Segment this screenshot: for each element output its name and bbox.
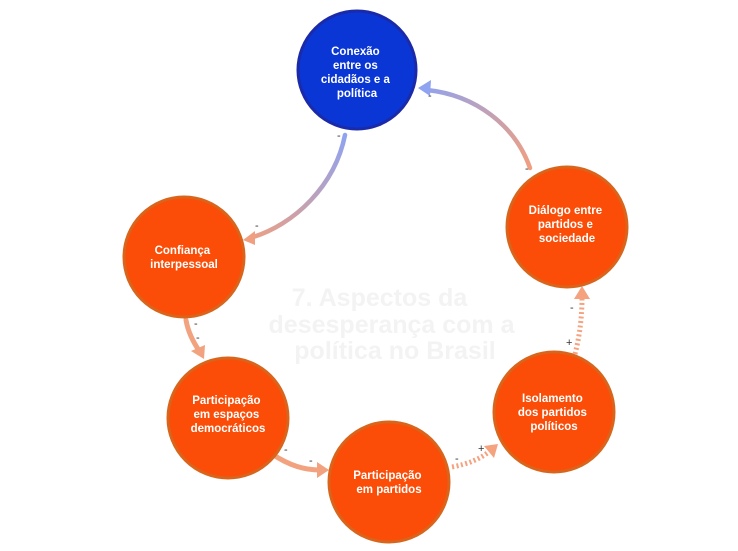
node-isolamento-label: Isolamento dos partidos políticos: [518, 393, 590, 433]
node-conexao: Conexão entre os cidadãos e a política: [296, 9, 418, 131]
sign-conexao-confianca-end: -: [255, 220, 259, 232]
node-confianca-circle: [122, 195, 246, 319]
node-confianca-label: Confiança interpessoal: [150, 245, 218, 271]
node-participacao-partidos: Participação em partidos: [327, 420, 451, 544]
arrow-espacos-to-partidos: [269, 451, 323, 473]
edge-isolamento-dialogo: + -: [566, 286, 590, 355]
edge-conexao-confianca: - -: [243, 130, 348, 245]
watermark-line-2: desesperança com a: [269, 311, 516, 339]
arrowhead-partidos: [317, 462, 329, 478]
arrow-conexao-to-confianca: [247, 132, 348, 241]
node-dialogo: Diálogo entre partidos e sociedade: [505, 165, 629, 289]
sign-dialogo-conexao-start: -: [525, 163, 529, 175]
node-participacao-espacos: Participação em espaços democráticos: [166, 356, 290, 480]
sign-dialogo-conexao-end: -: [428, 90, 432, 102]
node-participacao-partidos-circle: [327, 420, 451, 544]
edge-partidos-isolamento: - +: [451, 443, 498, 470]
sign-partidos-isolamento-end: +: [478, 443, 484, 455]
node-conexao-circle: [296, 9, 418, 131]
sign-espacos-partidos-start: -: [284, 444, 288, 456]
node-isolamento-circle: [492, 350, 616, 474]
arrow-dialogo-to-conexao: [424, 87, 533, 171]
node-participacao-partidos-label: Participação em partidos: [353, 470, 425, 496]
arrowhead-confianca: [243, 231, 255, 245]
sign-conexao-confianca-start: -: [337, 130, 341, 142]
sign-espacos-partidos-end: -: [309, 455, 313, 467]
node-isolamento: Isolamento dos partidos políticos: [492, 350, 616, 474]
arrowhead-espacos: [191, 345, 205, 359]
watermark-title: 7. Aspectos da desesperança com a políti…: [269, 284, 522, 365]
node-conexao-label: Conexão entre os cidadãos e a política: [321, 46, 393, 100]
node-confianca: Confiança interpessoal: [122, 195, 246, 319]
arrowhead-isolamento: [484, 444, 498, 458]
arrowhead-conexao: [418, 80, 431, 96]
svg-text:7. Aspectos da desespera: 7. Aspectos da desesperança com a políti…: [269, 284, 522, 365]
watermark-line-1: 7. Aspectos da: [292, 284, 469, 312]
arrowhead-dialogo: [574, 286, 590, 299]
node-dialogo-label: Diálogo entre partidos e sociedade: [529, 205, 606, 245]
node-participacao-espacos-label: Participação em espaços democráticos: [191, 395, 266, 435]
watermark-line-3: política no Brasil: [294, 337, 495, 365]
edge-confianca-espacos: - -: [183, 317, 205, 359]
sign-confianca-espacos-end: -: [196, 332, 200, 344]
sign-isolamento-dialogo-start: +: [566, 337, 572, 349]
node-dialogo-circle: [505, 165, 629, 289]
sign-isolamento-dialogo-end: -: [570, 302, 574, 314]
arrow-isolamento-to-dialogo: [572, 297, 585, 355]
edge-dialogo-conexao: - -: [418, 80, 533, 175]
sign-confianca-espacos-start: -: [194, 318, 198, 330]
node-participacao-espacos-circle: [166, 356, 290, 480]
sign-partidos-isolamento-start: -: [455, 453, 459, 465]
edge-espacos-partidos: - -: [269, 444, 329, 478]
